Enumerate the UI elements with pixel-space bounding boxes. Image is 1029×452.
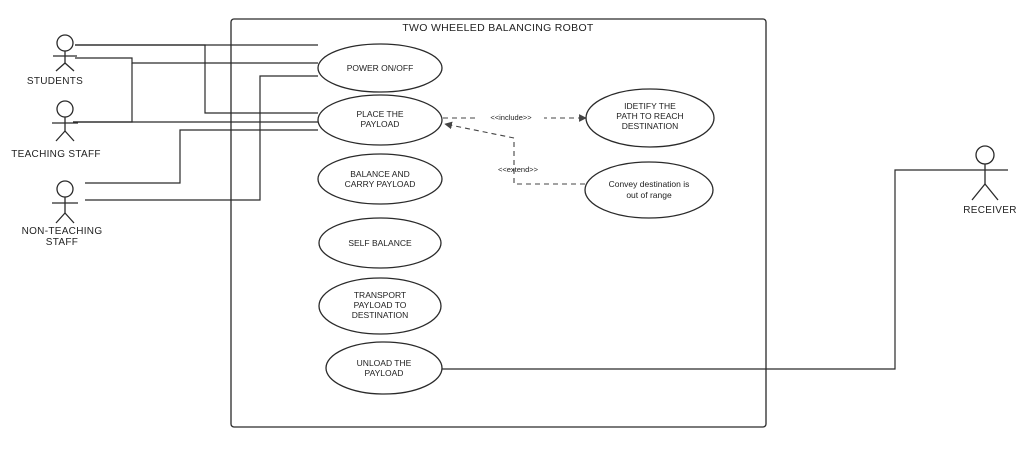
use-case-label: BALANCE AND bbox=[350, 169, 410, 179]
stick-figure-icon bbox=[962, 145, 1008, 201]
use-case-self-balance[interactable]: SELF BALANCE bbox=[318, 217, 442, 269]
include-label-bg bbox=[478, 112, 544, 123]
stick-figure-icon bbox=[53, 34, 77, 72]
actor-students[interactable]: STUDENTS bbox=[27, 34, 83, 87]
use-case-transport-payload[interactable]: TRANSPORT PAYLOAD TO DESTINATION bbox=[318, 277, 442, 335]
use-case-label: IDETIFY THE bbox=[624, 101, 676, 111]
use-case-label: POWER ON/OFF bbox=[347, 63, 414, 73]
actor-receiver[interactable]: RECEIVER bbox=[962, 145, 1017, 216]
stick-figure-icon bbox=[52, 180, 78, 224]
use-case-place-payload[interactable]: PLACE THE PAYLOAD bbox=[317, 94, 443, 146]
use-case-unload-payload[interactable]: UNLOAD THE PAYLOAD bbox=[325, 341, 443, 395]
relationship-lines bbox=[443, 114, 587, 185]
use-case-label: DESTINATION bbox=[352, 310, 409, 320]
actor-teaching-staff[interactable]: TEACHING STAFF bbox=[11, 100, 101, 160]
use-case-label: PAYLOAD bbox=[365, 368, 404, 378]
stick-figure-icon bbox=[52, 100, 78, 142]
use-case-label: PAYLOAD bbox=[361, 119, 400, 129]
use-case-label: PAYLOAD TO bbox=[354, 300, 407, 310]
actor-label: TEACHING STAFF bbox=[11, 149, 101, 160]
use-case-convey-destination[interactable]: Convey destination is out of range bbox=[584, 161, 714, 219]
actor-label: NON-TEACHING bbox=[22, 226, 103, 237]
use-case-label: TRANSPORT bbox=[354, 290, 406, 300]
use-case-label: UNLOAD THE bbox=[357, 358, 412, 368]
use-case-label: DESTINATION bbox=[622, 121, 679, 131]
extend-label: <<extend>> bbox=[498, 165, 539, 174]
system-boundary bbox=[230, 18, 767, 428]
include-label: <<include>> bbox=[490, 113, 532, 122]
use-case-label: PLACE THE bbox=[356, 109, 403, 119]
use-case-label: PATH TO REACH bbox=[616, 111, 683, 121]
actor-label: STUDENTS bbox=[27, 76, 83, 87]
use-case-label: SELF BALANCE bbox=[348, 238, 412, 248]
actor-non-teaching-staff[interactable]: NON-TEACHING STAFF bbox=[22, 180, 103, 248]
use-case-balance-carry[interactable]: BALANCE AND CARRY PAYLOAD bbox=[317, 153, 443, 205]
use-case-label: CARRY PAYLOAD bbox=[345, 179, 416, 189]
use-case-label: Convey destination is bbox=[609, 179, 690, 189]
association-lines bbox=[73, 44, 962, 370]
actor-label: STAFF bbox=[46, 237, 78, 248]
actor-label: RECEIVER bbox=[963, 205, 1017, 216]
use-case-identify-path[interactable]: IDETIFY THE PATH TO REACH DESTINATION bbox=[585, 88, 715, 148]
use-case-label: out of range bbox=[626, 190, 672, 200]
use-case-power-on-off[interactable]: POWER ON/OFF bbox=[317, 43, 443, 93]
system-title: TWO WHEELED BALANCING ROBOT bbox=[402, 22, 594, 34]
